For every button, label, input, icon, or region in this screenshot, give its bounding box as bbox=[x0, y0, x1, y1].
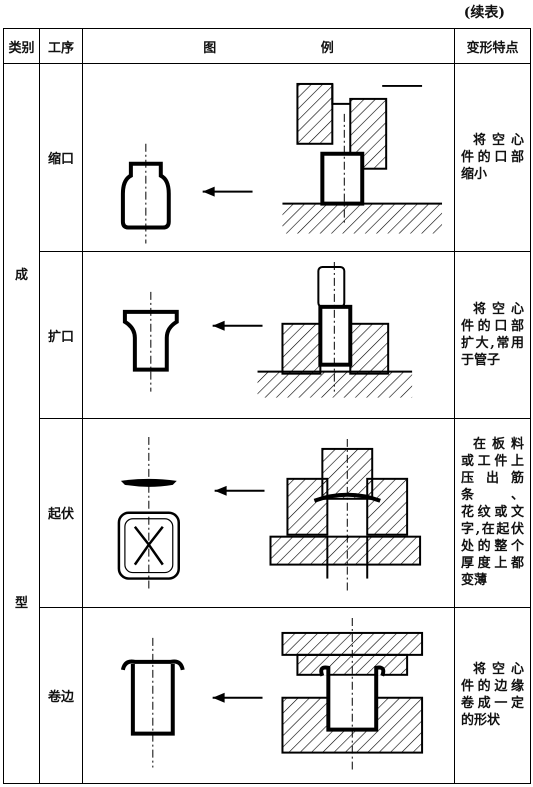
feature-cell: 将空心 件的边缘 卷成一定 的形状 bbox=[454, 606, 531, 785]
feature-line: 的形状 bbox=[461, 713, 501, 729]
header-process: 工序 bbox=[39, 28, 83, 64]
process-table: 类别 工序 图 例 变形特点 成 型 缩口 bbox=[3, 28, 531, 785]
feature-line: 变薄 bbox=[461, 573, 488, 589]
process-name: 缩口 bbox=[39, 62, 83, 253]
figure-necking bbox=[82, 62, 455, 253]
header-figure-right: 例 bbox=[320, 40, 334, 56]
feature-line: 将空心 bbox=[473, 302, 524, 318]
category-cell: 成 型 bbox=[3, 62, 40, 785]
necking-diagram bbox=[120, 82, 443, 244]
embossing-diagram bbox=[117, 436, 422, 594]
flaring-diagram bbox=[122, 262, 413, 399]
category-char-1: 成 bbox=[14, 268, 28, 283]
feature-cell: 在板料 或工件上 压出筋条、 花纹或文 字,在起伏 处的整个 厚度上都 变薄 bbox=[454, 418, 531, 608]
feature-cell: 将空心 件的口部 缩小 bbox=[454, 62, 531, 253]
header-feature: 变形特点 bbox=[454, 28, 531, 64]
process-name: 扩口 bbox=[39, 251, 83, 420]
figure-embossing bbox=[82, 418, 455, 608]
feature-line: 扩大,常用 bbox=[461, 336, 524, 352]
header-category: 类别 bbox=[3, 28, 40, 64]
feature-line: 缩小 bbox=[461, 167, 488, 183]
header-figure-left: 图 bbox=[203, 40, 217, 56]
feature-line: 将空心 bbox=[473, 662, 524, 678]
feature-line: 件的口部 bbox=[461, 319, 524, 335]
feature-line: 字,在起伏 bbox=[461, 522, 524, 538]
process-name: 卷边 bbox=[39, 606, 83, 785]
header-row: 类别 工序 图 例 变形特点 bbox=[3, 28, 531, 64]
table-row: 扩口 将空心 bbox=[4, 251, 531, 420]
category-char-2: 型 bbox=[14, 596, 28, 611]
feature-line: 在板料 bbox=[473, 437, 524, 453]
table-row: 成 型 缩口 bbox=[3, 62, 531, 785]
process-name: 起伏 bbox=[39, 418, 83, 608]
table-row: 卷边 将空心 件的边缘 bbox=[4, 606, 531, 785]
feature-line: 于管子 bbox=[461, 353, 501, 369]
table-row: 起伏 bbox=[4, 418, 531, 608]
figure-curling bbox=[82, 606, 455, 785]
feature-line: 卷成一定 bbox=[461, 696, 524, 712]
feature-line: 件的口部 bbox=[461, 150, 524, 166]
feature-cell: 将空心 件的口部 扩大,常用 于管子 bbox=[454, 251, 531, 420]
figure-flaring bbox=[82, 251, 455, 420]
feature-line: 件的边缘 bbox=[461, 679, 524, 695]
feature-line: 厚度上都 bbox=[461, 556, 524, 572]
feature-line: 花纹或文 bbox=[461, 505, 524, 521]
feature-line: 处的整个 bbox=[461, 539, 524, 555]
curling-diagram bbox=[120, 617, 424, 773]
feature-line: 压出筋条、 bbox=[461, 471, 524, 504]
feature-line: 或工件上 bbox=[461, 454, 524, 470]
header-figure: 图 例 bbox=[82, 28, 455, 64]
continued-label: (续表) bbox=[463, 5, 505, 21]
feature-line: 将空心 bbox=[473, 133, 524, 149]
